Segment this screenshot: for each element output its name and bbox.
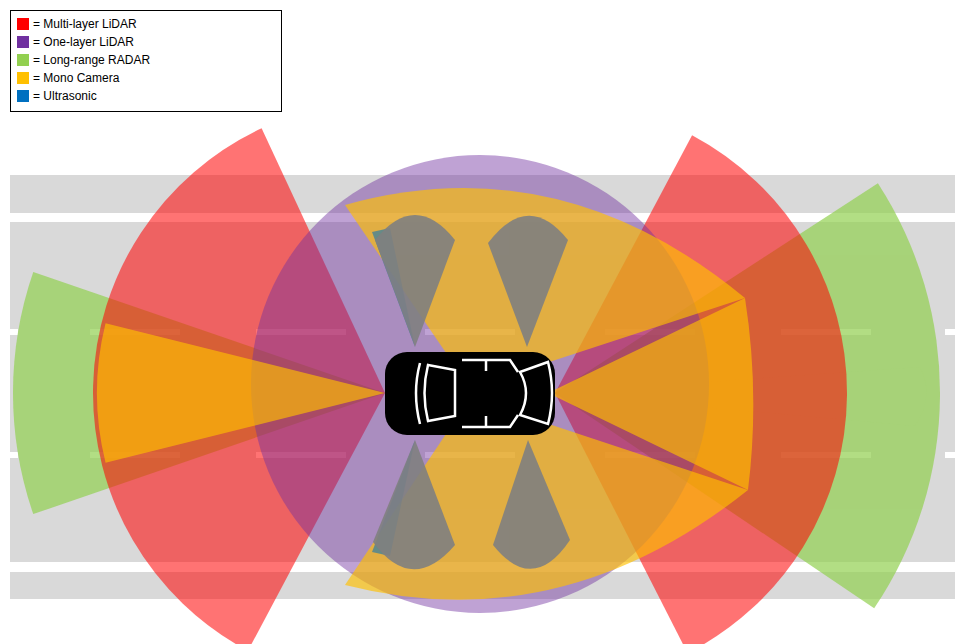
legend-swatch xyxy=(17,54,29,66)
legend: = Multi-layer LiDAR = One-layer LiDAR = Lo… xyxy=(10,10,282,112)
legend-label: = One-layer LiDAR xyxy=(33,35,134,49)
car-body xyxy=(385,352,555,435)
legend-entry: = Multi-layer LiDAR xyxy=(17,15,273,33)
legend-swatch xyxy=(17,18,29,30)
legend-entry: = One-layer LiDAR xyxy=(17,33,273,51)
legend-label: = Mono Camera xyxy=(33,71,119,85)
ultrasonic-cone xyxy=(373,440,455,569)
legend-label: = Multi-layer LiDAR xyxy=(33,17,137,31)
legend-label: = Long-range RADAR xyxy=(33,53,150,67)
car-windows xyxy=(416,360,552,427)
legend-entry: = Long-range RADAR xyxy=(17,51,273,69)
camera-coverage xyxy=(97,188,753,600)
ultrasonic-cone xyxy=(375,215,455,347)
ultrasonic-coverage xyxy=(372,215,570,569)
legend-entry: = Ultrasonic xyxy=(17,87,273,105)
legend-entry: = Mono Camera xyxy=(17,69,273,87)
legend-label: = Ultrasonic xyxy=(33,89,97,103)
camera-cone xyxy=(97,323,385,462)
legend-swatch xyxy=(17,90,29,102)
legend-swatch xyxy=(17,72,29,84)
ultrasonic-cone xyxy=(493,440,570,569)
car xyxy=(385,352,555,435)
multi-layer-lidar-coverage xyxy=(93,128,847,644)
legend-swatch xyxy=(17,36,29,48)
ultrasonic-cone xyxy=(488,216,568,347)
